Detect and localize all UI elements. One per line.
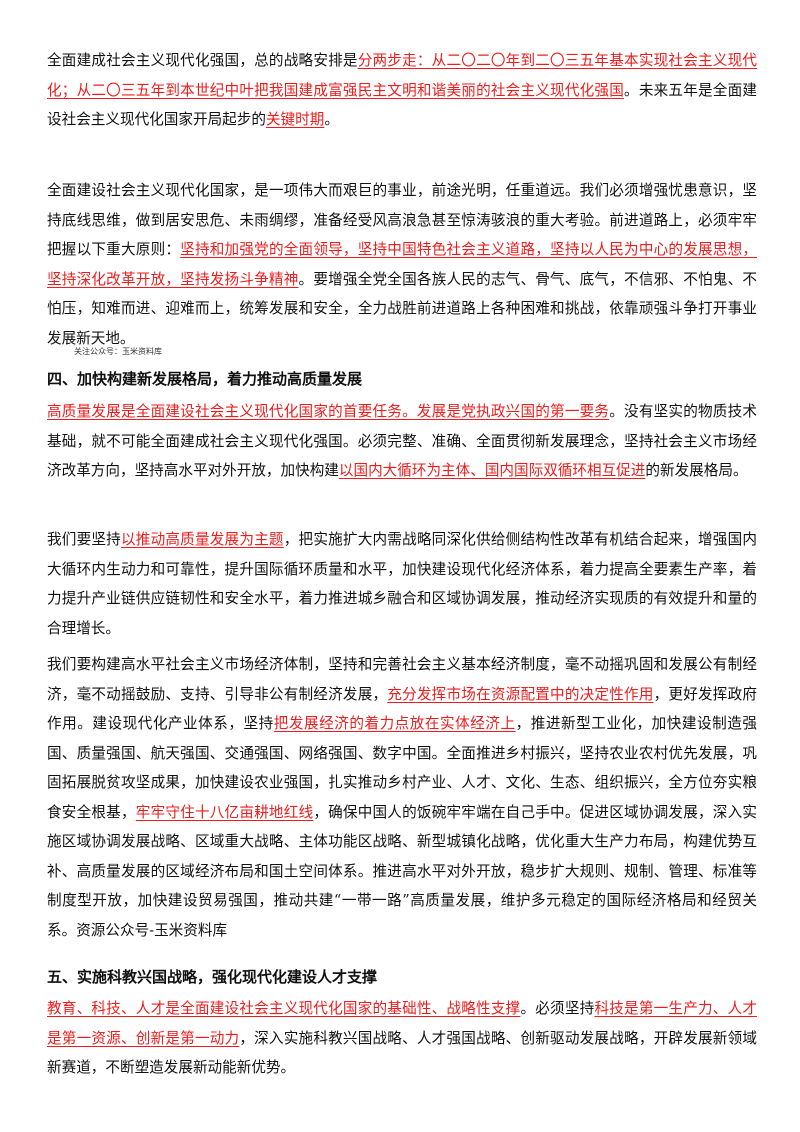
highlighted-text: 坚持和加强党的全面领导，坚持中国特色社会主义道路，坚持以人民为中心的发展思想，坚… bbox=[47, 241, 757, 288]
watermark-note: 关注公众号：玉米资料库 bbox=[74, 347, 162, 356]
paragraph-text: 全面建成社会主义现代化强国，总的战略安排是分两步走：从二〇二〇年到二〇三五年基本… bbox=[47, 46, 757, 135]
section-title: 四、加快构建新发展格局，着力推动高质量发展 bbox=[47, 370, 363, 388]
body-text: 我们要构建高水平社会主义市场经济体制，坚持和完善社会主义基本经济制度，毫不动摇巩… bbox=[47, 656, 757, 703]
paragraph-science-education: 教育、科技、人才是全面建设社会主义现代化国家的基础性、战略性支撑。必须坚持科技是… bbox=[47, 994, 757, 1083]
body-text: 。未来五年是全面建设社会主义现代化国家开局起步的 bbox=[47, 81, 757, 129]
highlighted-text: 以推动高质量发展为主题 bbox=[120, 531, 284, 548]
highlighted-text: 把发展经济的着力点放在实体经济上 bbox=[273, 715, 516, 732]
body-text: 。必须坚持 bbox=[520, 1000, 595, 1017]
body-text: 。没有坚实的物质技术基础，就不可能全面建成社会主义现代化强国。必须完整、准确、全… bbox=[47, 403, 757, 479]
body-text: ，推进新型工业化，加快建设制造强国、质量强国、航天强国、交通强国、网络强国、数字… bbox=[47, 715, 757, 821]
body-text: ，确保中国人的饭碗牢牢端在自己手中。促进区域协调发展，深入实施区域协调发展战略、… bbox=[47, 803, 757, 939]
paragraph-theme: 我们要坚持以推动高质量发展为主题，把实施扩大内需战略同深化供给侧结构性改革有机结… bbox=[47, 525, 757, 643]
paragraph-text: 教育、科技、人才是全面建设社会主义现代化国家的基础性、战略性支撑。必须坚持科技是… bbox=[47, 994, 757, 1083]
highlighted-text: 教育、科技、人才是全面建设社会主义现代化国家的基础性、战略性支撑 bbox=[47, 1000, 521, 1017]
body-text: ，把实施扩大内需战略同深化供给侧结构性改革有机结合起来，增强国内大循环内生动力和… bbox=[47, 531, 757, 637]
highlighted-text: 以国内大循环为主体、国内国际双循环相互促进 bbox=[338, 462, 646, 479]
highlighted-text: 高质量发展是全面建设社会主义现代化国家的首要任务。发展是党执政兴国的第一要务 bbox=[47, 403, 610, 420]
body-text: 全面建设社会主义现代化国家，是一项伟大而艰巨的事业，前途光明，任重道远。我们必须… bbox=[47, 182, 757, 258]
paragraph-text: 我们要坚持以推动高质量发展为主题，把实施扩大内需战略同深化供给侧结构性改革有机结… bbox=[47, 525, 757, 643]
section-heading-5: 五、实施科教兴国战略，强化现代化建设人才支撑 bbox=[47, 966, 757, 988]
body-text: 的新发展格局。 bbox=[645, 462, 748, 479]
paragraph-text: 全面建设社会主义现代化国家，是一项伟大而艰巨的事业，前途光明，任重道远。我们必须… bbox=[47, 176, 757, 353]
highlighted-text: 关键时期 bbox=[265, 111, 325, 128]
section-title: 五、实施科教兴国战略，强化现代化建设人才支撑 bbox=[47, 968, 378, 986]
highlighted-text: 充分发挥市场在资源配置中的决定性作用 bbox=[387, 685, 654, 703]
body-text: 。 bbox=[324, 111, 339, 128]
paragraph-market-economy: 我们要构建高水平社会主义市场经济体制，坚持和完善社会主义基本经济制度，毫不动摇巩… bbox=[47, 650, 757, 945]
paragraph-text: 高质量发展是全面建设社会主义现代化国家的首要任务。发展是党执政兴国的第一要务。没… bbox=[47, 397, 757, 486]
body-text: ，深入实施科教兴国战略、人才强国战略、创新驱动发展战略，开辟发展新领域新赛道，不… bbox=[47, 1029, 757, 1077]
body-text: ，更好发挥政府作用。建设现代化产业体系，坚持 bbox=[47, 685, 757, 733]
highlighted-text: 科技是第一生产力、人才是第一资源、创新是第一动力 bbox=[47, 1000, 757, 1047]
body-text: 全面建成社会主义现代化强国，总的战略安排是 bbox=[47, 52, 358, 69]
paragraph-high-quality: 高质量发展是全面建设社会主义现代化国家的首要任务。发展是党执政兴国的第一要务。没… bbox=[47, 397, 757, 486]
paragraph-principles: 全面建设社会主义现代化国家，是一项伟大而艰巨的事业，前途光明，任重道远。我们必须… bbox=[47, 176, 757, 353]
highlighted-text: 牢牢守住十八亿亩耕地红线 bbox=[135, 803, 314, 821]
paragraph-text: 我们要构建高水平社会主义市场经济体制，坚持和完善社会主义基本经济制度，毫不动摇巩… bbox=[47, 650, 757, 945]
section-heading-4: 四、加快构建新发展格局，着力推动高质量发展 bbox=[47, 368, 757, 390]
highlighted-text: 分两步走：从二〇二〇年到二〇三五年基本实现社会主义现代化；从二〇三五年到本世纪中… bbox=[47, 52, 757, 99]
paragraph-strategy: 全面建成社会主义现代化强国，总的战略安排是分两步走：从二〇二〇年到二〇三五年基本… bbox=[47, 46, 757, 135]
body-text: 我们要坚持 bbox=[47, 531, 121, 548]
body-text: 。要增强全党全国各族人民的志气、骨气、底气，不信邪、不怕鬼、不怕压，知难而进、迎… bbox=[47, 270, 757, 347]
